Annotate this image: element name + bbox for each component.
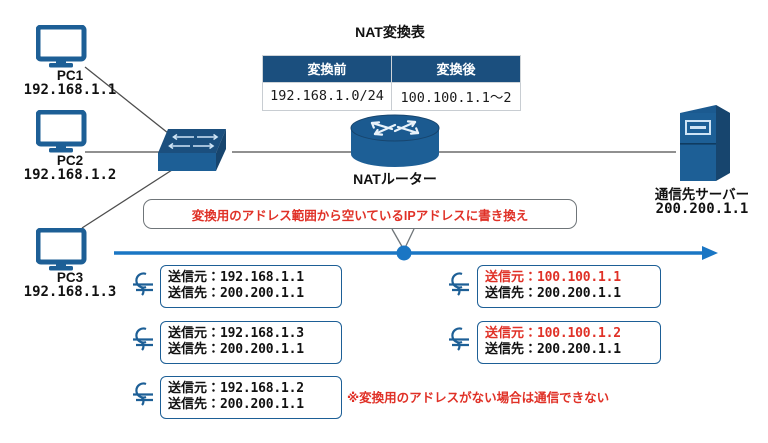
packet-dst-value: 200.200.1.1 (220, 342, 304, 357)
packet-src-row: 送信元：192.168.1.1 (168, 270, 335, 286)
packet-flow-arrow (114, 245, 718, 261)
desktop-monitor-icon-pc1 (36, 25, 87, 68)
packet-src-value: 100.100.1.2 (537, 325, 621, 341)
packet-src-row: 送信元：100.100.1.2 (485, 326, 654, 342)
packet-src-row: 送信元：192.168.1.3 (168, 326, 335, 342)
pc2-ip: 192.168.1.2 (23, 167, 117, 184)
packet-wave-icon-3 (133, 382, 153, 406)
table-row: 192.168.1.0/24 100.100.1.1〜2 (262, 82, 521, 111)
network-switch-icon (158, 129, 226, 171)
packet-dst-value: 200.200.1.1 (537, 286, 621, 301)
packet-src-value: 192.168.1.1 (220, 269, 304, 285)
pc2-name: PC2 (56, 153, 84, 168)
server-icon (680, 105, 730, 181)
pc1-ip: 192.168.1.1 (23, 82, 117, 99)
nat-header-before: 変換前 (262, 55, 392, 83)
pc1-label: PC1 192.168.1.1 (0, 68, 140, 99)
pc3-name: PC3 (56, 270, 84, 285)
nat-table-header-row: 変換前 変換後 (262, 55, 521, 83)
packet-dst-row: 送信先：200.200.1.1 (168, 286, 335, 302)
pc3-label: PC3 192.168.1.3 (0, 270, 140, 301)
packet-dst-label: 送信先： (168, 342, 221, 357)
packet-box-before-3: 送信元：192.168.1.2 送信先：200.200.1.1 (160, 376, 342, 419)
packet-dst-value: 200.200.1.1 (220, 286, 304, 301)
packet-src-value: 192.168.1.3 (220, 325, 304, 341)
packet-src-label: 送信元： (168, 380, 221, 396)
packet-box-after-1: 送信元：100.100.1.1 送信先：200.200.1.1 (477, 265, 661, 308)
packet-dst-label: 送信先： (168, 397, 221, 412)
packet-dst-row: 送信先：200.200.1.1 (168, 397, 335, 413)
packet-box-before-1: 送信元：192.168.1.1 送信先：200.200.1.1 (160, 265, 342, 308)
pc1-name: PC1 (56, 68, 84, 83)
router-name: NATルーター (353, 171, 437, 187)
packet-box-before-2: 送信元：192.168.1.3 送信先：200.200.1.1 (160, 321, 342, 364)
packet-dst-row: 送信先：200.200.1.1 (168, 342, 335, 358)
router-icon (350, 114, 440, 167)
footnote-text: ※変換用のアドレスがない場合は通信できない (347, 391, 610, 405)
translation-point-dot (396, 245, 412, 261)
packet-dst-label: 送信先： (485, 286, 538, 301)
packet-wave-icon-1 (133, 272, 153, 296)
server-label: 通信先サーバー 200.200.1.1 (636, 187, 768, 218)
packet-src-label: 送信元： (168, 269, 221, 285)
packet-dst-value: 200.200.1.1 (537, 342, 621, 357)
server-name: 通信先サーバー (654, 187, 750, 202)
packet-dst-row: 送信先：200.200.1.1 (485, 342, 654, 358)
router-label: NATルーター (330, 171, 460, 188)
nat-conversion-table: 変換前 変換後 192.168.1.0/24 100.100.1.1〜2 (262, 55, 521, 111)
pc3-ip: 192.168.1.3 (23, 284, 117, 301)
nat-header-after: 変換後 (391, 55, 521, 83)
nat-table-title: NAT変換表 (355, 24, 425, 40)
packet-src-row: 送信元：192.168.1.2 (168, 381, 335, 397)
callout-box: 変換用のアドレス範囲から空いているIPアドレスに書き換え (143, 199, 577, 229)
packet-dst-row: 送信先：200.200.1.1 (485, 286, 654, 302)
packet-src-label: 送信元： (485, 269, 538, 285)
link-pc3-switch (81, 169, 173, 229)
packet-src-label: 送信元： (168, 325, 221, 341)
packet-box-after-2: 送信元：100.100.1.2 送信先：200.200.1.1 (477, 321, 661, 364)
packet-src-value: 100.100.1.1 (537, 269, 621, 285)
desktop-monitor-icon-pc2 (36, 110, 87, 153)
packet-wave-icon-4 (449, 272, 469, 296)
packet-src-value: 192.168.1.2 (220, 380, 304, 396)
pc2-label: PC2 192.168.1.2 (0, 153, 140, 184)
nat-cell-before: 192.168.1.0/24 (262, 82, 392, 111)
packet-wave-icon-2 (133, 327, 153, 351)
link-pc1-switch (84, 66, 169, 134)
packet-dst-label: 送信先： (168, 286, 221, 301)
nat-cell-after: 100.100.1.1〜2 (391, 82, 521, 111)
packet-dst-label: 送信先： (485, 342, 538, 357)
packet-wave-icon-5 (449, 327, 469, 351)
callout-text: 変換用のアドレス範囲から空いているIPアドレスに書き換え (191, 208, 529, 223)
server-ip: 200.200.1.1 (655, 201, 749, 218)
packet-src-row: 送信元：100.100.1.1 (485, 270, 654, 286)
packet-dst-value: 200.200.1.1 (220, 397, 304, 412)
desktop-monitor-icon-pc3 (36, 228, 87, 271)
packet-src-label: 送信元： (485, 325, 538, 341)
